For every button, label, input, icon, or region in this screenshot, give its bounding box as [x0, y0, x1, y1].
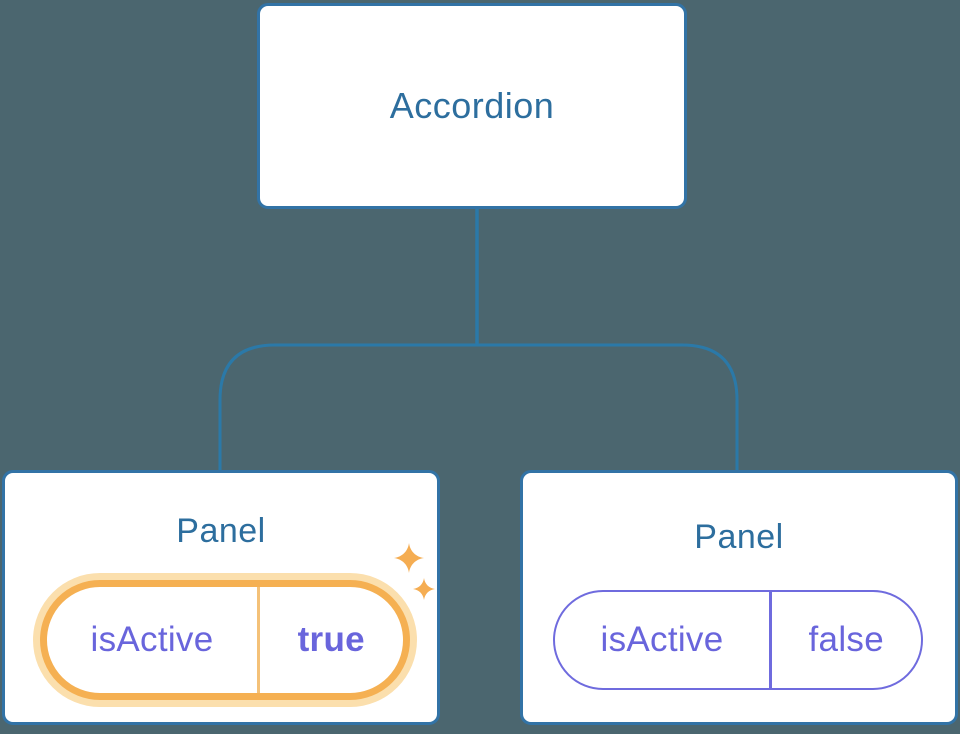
panel-node-inactive: Panel isActive false: [520, 470, 958, 725]
prop-name-label: isActive: [90, 620, 214, 659]
prop-name-label: isActive: [600, 620, 724, 659]
accordion-node: Accordion: [257, 3, 687, 209]
accordion-node-label: Accordion: [389, 85, 555, 126]
state-pill-inactive: isActive false: [553, 590, 923, 690]
panel-title: Panel: [694, 518, 784, 556]
panel-title: Panel: [176, 512, 266, 550]
sparkle-small-icon: [413, 578, 435, 600]
prop-value-label: false: [808, 620, 884, 659]
panel-node-active: Panel isActive true: [2, 470, 440, 725]
connector-branch: [218, 343, 739, 472]
state-pill-active: isActive true: [40, 580, 410, 700]
pill-divider: [769, 592, 772, 688]
prop-value-label: true: [297, 620, 365, 659]
sparkle-large-icon: [394, 543, 424, 573]
pill-divider: [257, 587, 260, 693]
